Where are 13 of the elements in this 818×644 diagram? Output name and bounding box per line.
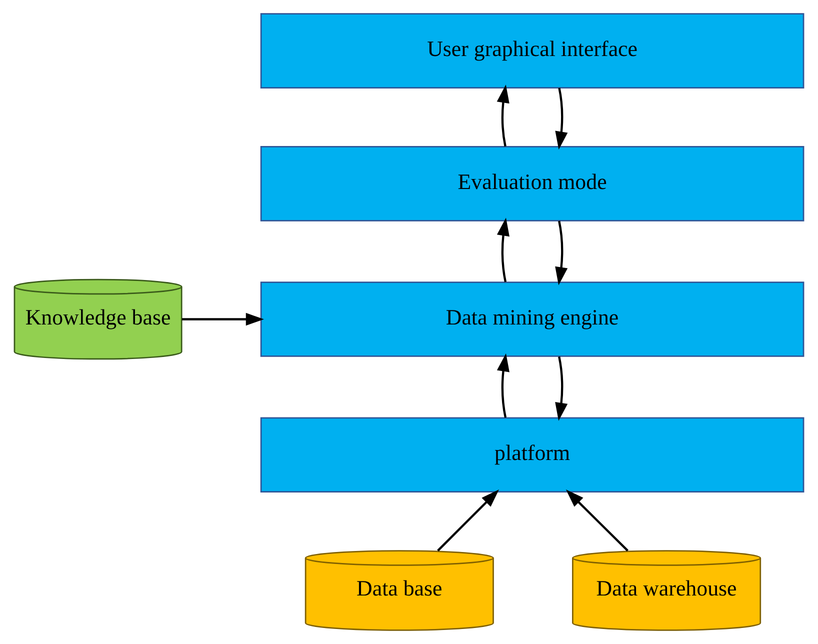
arrow — [566, 490, 628, 552]
node-box: Data mining engine — [260, 282, 804, 357]
arrow — [496, 218, 510, 282]
arrow — [555, 220, 568, 286]
arrow — [182, 312, 264, 326]
node-box: platform — [260, 417, 804, 493]
arrow — [555, 356, 568, 421]
arrow — [437, 490, 500, 552]
node-box: Evaluation mode — [260, 146, 804, 222]
arrow — [496, 353, 510, 418]
arrow — [555, 88, 568, 150]
node-box: User graphical interface — [260, 13, 804, 88]
arrow — [496, 84, 510, 147]
